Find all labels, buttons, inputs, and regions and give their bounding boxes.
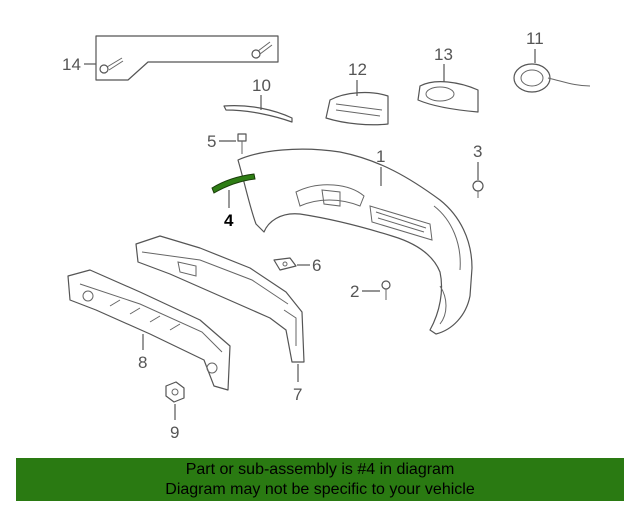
part-1-bumper-cover[interactable]	[237, 148, 473, 335]
callout-13: 13	[434, 45, 453, 64]
banner-line-2: Diagram may not be specific to your vehi…	[165, 481, 475, 498]
part-7-absorber[interactable]	[135, 235, 305, 363]
part-4-seal[interactable]	[211, 173, 256, 194]
callout-6: 6	[312, 256, 321, 275]
banner-line-1: Part or sub-assembly is #4 in diagram	[185, 461, 455, 478]
parts-diagram: 14 10 12 13 11 5 3	[62, 29, 591, 442]
callout-5: 5	[207, 132, 216, 151]
part-5-bolt[interactable]	[237, 133, 247, 154]
callout-8: 8	[138, 353, 147, 372]
part-10-strip[interactable]	[223, 105, 293, 123]
info-banner: Part or sub-assembly is #4 in diagram Di…	[16, 458, 624, 501]
part-2-pin[interactable]	[381, 280, 391, 300]
callout-11: 11	[526, 29, 544, 48]
callout-12: 12	[348, 60, 367, 79]
callout-3: 3	[473, 142, 482, 161]
callout-1: 1	[376, 147, 385, 166]
part-11-fog-lamp[interactable]	[513, 63, 591, 93]
part-3-clip[interactable]	[472, 180, 484, 198]
screw-icon	[251, 41, 273, 59]
part-13-bezel[interactable]	[417, 81, 479, 113]
callout-14: 14	[62, 55, 81, 74]
screw-icon	[99, 57, 124, 74]
part-6-nut[interactable]	[273, 257, 297, 271]
callout-7: 7	[293, 385, 302, 404]
callout-9: 9	[170, 423, 179, 442]
callout-10: 10	[252, 76, 271, 95]
callout-2: 2	[350, 282, 359, 301]
callout-4: 4	[224, 211, 234, 230]
part-14-bracket[interactable]	[95, 35, 279, 81]
part-12-reflector[interactable]	[325, 91, 389, 126]
part-9-nut[interactable]	[165, 381, 185, 403]
part-8-reinforcement[interactable]	[67, 269, 231, 391]
